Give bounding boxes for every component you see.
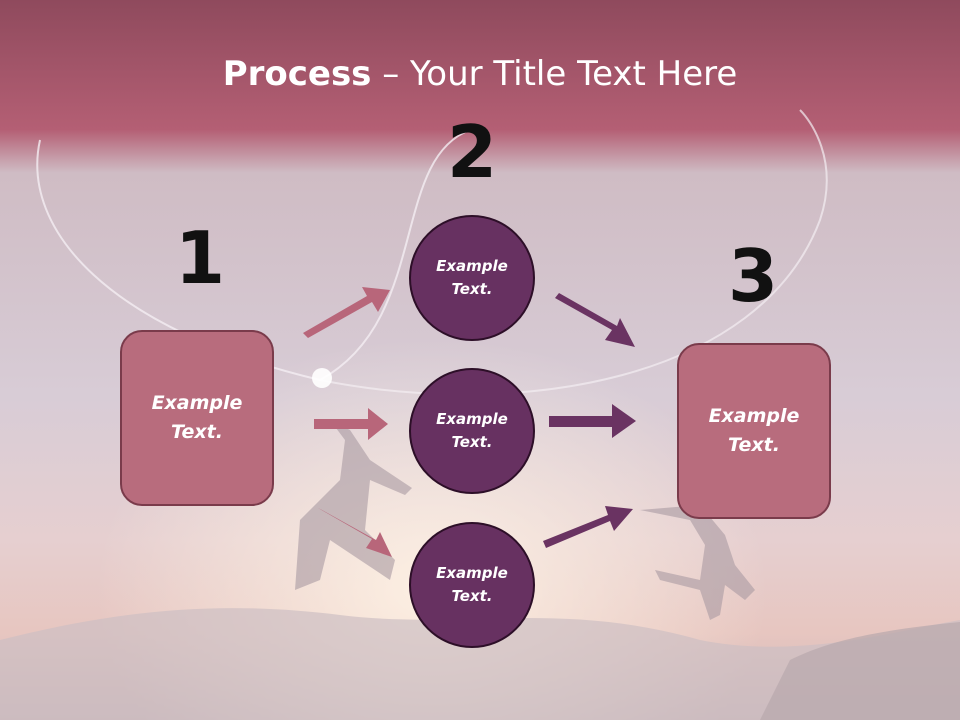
arrow-up-right-purple xyxy=(543,506,633,548)
left-text-box: Example Text. xyxy=(120,330,274,506)
circle-middle-text: Example Text. xyxy=(436,410,508,451)
title-bold: Process xyxy=(222,54,372,94)
circle-top: Example Text. xyxy=(409,215,535,341)
slide-title: Process – Your Title Text Here xyxy=(0,52,960,96)
arrow-up-right-pink xyxy=(303,287,390,338)
circle-middle: Example Text. xyxy=(409,368,535,494)
title-rest: – Your Title Text Here xyxy=(371,54,738,94)
arrow-right-pink xyxy=(314,408,388,440)
step-number-1: 1 xyxy=(174,216,226,300)
arrow-down-right-purple xyxy=(555,293,635,347)
circle-bottom: Example Text. xyxy=(409,522,535,648)
left-box-text: Example Text. xyxy=(151,392,243,443)
right-box-text: Example Text. xyxy=(708,405,800,456)
arrow-right-purple xyxy=(549,404,636,438)
circle-top-text: Example Text. xyxy=(436,257,508,298)
arrow-down-right-pink xyxy=(318,508,392,557)
step-number-3: 3 xyxy=(727,234,779,318)
step-number-2: 2 xyxy=(446,110,498,194)
right-text-box: Example Text. xyxy=(677,343,831,519)
circle-bottom-text: Example Text. xyxy=(436,564,508,605)
